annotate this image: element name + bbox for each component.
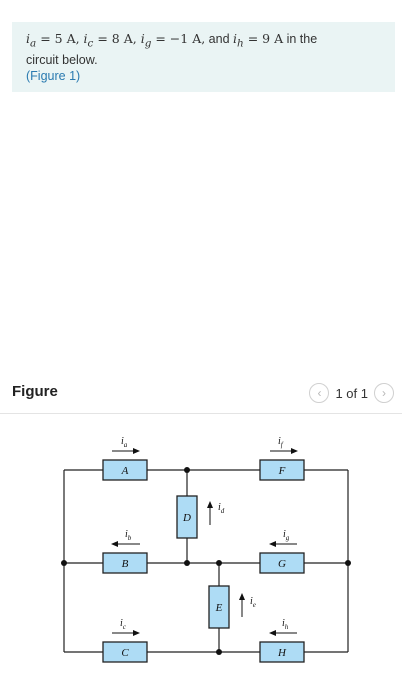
- current-ig: ig = −1 A,: [140, 31, 206, 50]
- figure-link[interactable]: (Figure 1): [26, 68, 81, 83]
- circuit-nodes: [61, 467, 351, 655]
- figure-pager: ‹ 1 of 1 ›: [309, 383, 394, 403]
- problem-line-1: ia = 5 A, ic = 8 A, ig = −1 A, and ih = …: [26, 31, 381, 52]
- current-arrow-id: id: [207, 501, 225, 525]
- svg-text:if: if: [278, 436, 284, 449]
- in-the-text: in the: [283, 32, 318, 46]
- element-c: C: [102, 641, 148, 663]
- svg-text:H: H: [277, 647, 287, 659]
- figure-header: Figure ‹ 1 of 1 ›: [0, 375, 402, 414]
- svg-text:ib: ib: [125, 529, 132, 542]
- and-text: and: [205, 32, 234, 46]
- element-d: D: [176, 495, 198, 539]
- figure-title: Figure: [12, 383, 58, 400]
- svg-text:ie: ie: [250, 596, 256, 609]
- svg-text:C: C: [121, 647, 129, 659]
- current-arrow-if: if: [270, 436, 298, 454]
- svg-text:A: A: [121, 465, 129, 477]
- current-arrow-ie: ie: [239, 593, 256, 617]
- element-f: F: [259, 459, 305, 481]
- svg-text:ih: ih: [282, 618, 289, 631]
- svg-text:D: D: [182, 512, 191, 524]
- chevron-right-icon[interactable]: ›: [374, 383, 394, 403]
- element-b: B: [102, 552, 148, 574]
- current-arrow-ih: ih: [269, 618, 297, 636]
- pager-text: 1 of 1: [335, 385, 368, 401]
- svg-text:ic: ic: [120, 618, 127, 631]
- element-g: G: [259, 552, 305, 574]
- problem-line-2: circuit below.: [26, 52, 98, 67]
- current-ih: ih = 9 A: [233, 31, 284, 50]
- current-arrow-ia: ia: [112, 436, 140, 454]
- current-ia: ia = 5 A,: [26, 31, 84, 50]
- element-a: A: [102, 459, 148, 481]
- current-arrow-ib: ib: [111, 529, 140, 547]
- svg-text:B: B: [122, 558, 129, 570]
- problem-statement: ia = 5 A, ic = 8 A, ig = −1 A, and ih = …: [12, 22, 395, 92]
- svg-text:E: E: [215, 602, 223, 614]
- svg-text:ia: ia: [121, 436, 128, 449]
- element-e: E: [208, 585, 230, 629]
- current-ic: ic = 8 A,: [83, 31, 141, 50]
- circuit-diagram: A B C D E F G H ia ib ic if: [61, 436, 351, 663]
- svg-text:ig: ig: [283, 529, 290, 542]
- current-arrow-ig: ig: [269, 529, 297, 547]
- current-arrow-ic: ic: [112, 618, 140, 636]
- svg-text:F: F: [278, 465, 286, 477]
- svg-text:G: G: [278, 558, 286, 570]
- chevron-left-icon[interactable]: ‹: [309, 383, 330, 403]
- svg-text:id: id: [218, 502, 225, 515]
- element-h: H: [259, 641, 305, 663]
